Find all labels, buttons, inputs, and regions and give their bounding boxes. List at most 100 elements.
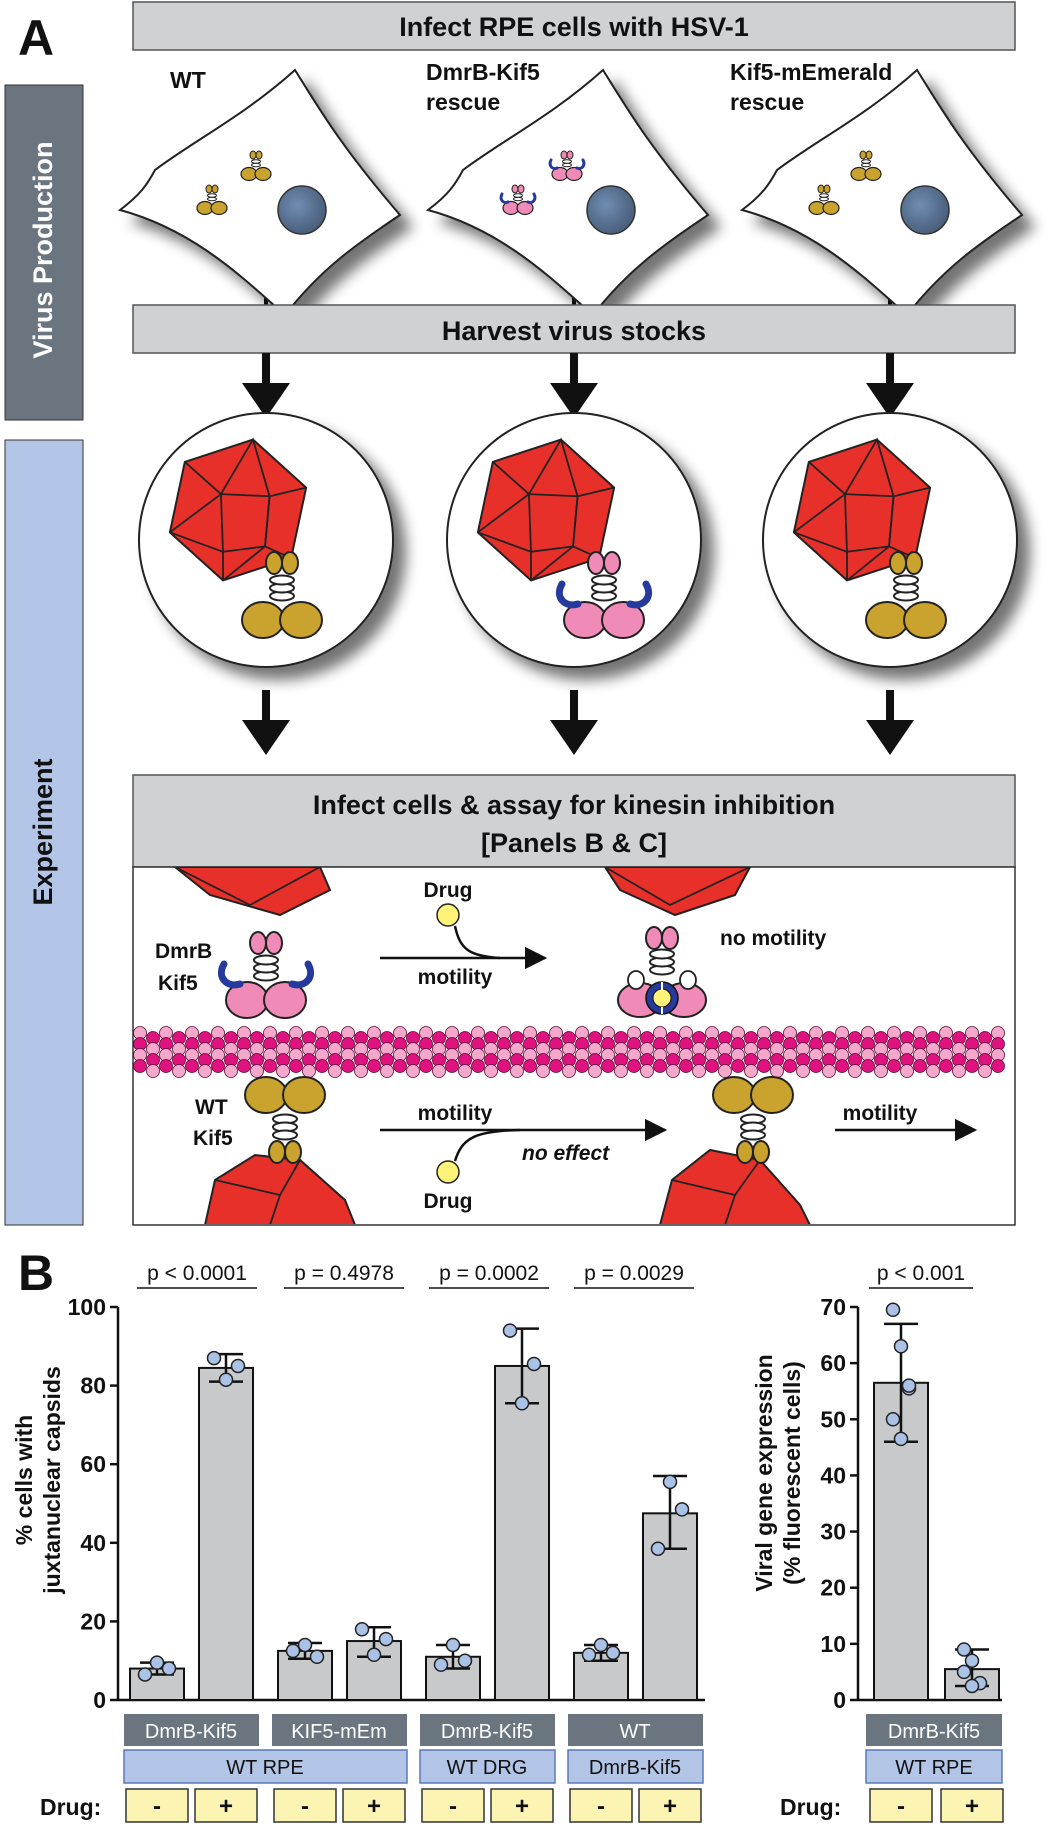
- data-point: [297, 1637, 313, 1653]
- tubulin-subunit: [510, 1064, 524, 1078]
- right-p-value: p < 0.001: [869, 1262, 973, 1289]
- data-point: [433, 1657, 449, 1672]
- tubulin-subunit: [276, 1064, 290, 1078]
- tubulin-subunit: [770, 1064, 784, 1078]
- nucleus-2: [586, 185, 636, 235]
- drug-sign: +: [219, 1793, 233, 1820]
- tubulin-subunit: [692, 1064, 706, 1078]
- data-point: [218, 1372, 234, 1387]
- y-tick-label: 60: [820, 1350, 846, 1376]
- left-y-label-2: juxtanuclear capsids: [39, 1366, 65, 1595]
- tubulin-subunit: [887, 1059, 901, 1073]
- tubulin-subunit: [302, 1064, 316, 1078]
- top-banner: [132, 1, 1016, 51]
- drug-box: [125, 1788, 189, 1823]
- y-tick-label: 80: [80, 1373, 106, 1399]
- tubulin-subunit: [367, 1059, 381, 1073]
- tubulin-subunit: [159, 1059, 173, 1073]
- data-point: [893, 1339, 909, 1354]
- experiment-label: Experiment: [28, 758, 58, 905]
- data-point: [149, 1655, 165, 1670]
- harvest-banner-text: Harvest virus stocks: [442, 316, 706, 346]
- tubulin-subunit: [133, 1059, 147, 1073]
- schem-wt-label: WT: [195, 1096, 228, 1119]
- cell-wt: [119, 69, 401, 316]
- tubulin-subunit: [653, 1059, 667, 1073]
- tubulin-subunit: [562, 1064, 576, 1078]
- tubulin-subunit: [679, 1059, 693, 1073]
- tubulin-subunit: [484, 1064, 498, 1078]
- y-tick-label: 20: [820, 1575, 846, 1601]
- drug-label-right: Drug:: [780, 1794, 841, 1820]
- tubulin-subunit: [601, 1059, 615, 1073]
- data-point: [893, 1431, 909, 1447]
- tubulin-subunit: [640, 1064, 654, 1078]
- p-value-2: p = 0.4978: [294, 1262, 394, 1285]
- tubulin-subunit: [666, 1064, 680, 1078]
- y-tick-label: 40: [80, 1530, 106, 1556]
- tubulin-subunit: [523, 1059, 537, 1073]
- drug-sign: +: [965, 1793, 979, 1820]
- tubulin-subunit: [874, 1064, 888, 1078]
- virus-row: DmrB-Kif5 KIF5-mEm DmrB-Kif5 WT DmrB-Kif…: [124, 1714, 1002, 1746]
- drug-box: [273, 1788, 337, 1823]
- data-point: [593, 1637, 609, 1653]
- left-p-values: p < 0.0001 p = 0.4978 p = 0.0002 p = 0.0…: [137, 1262, 694, 1289]
- data-point: [964, 1678, 980, 1694]
- tubulin-subunit: [926, 1064, 940, 1078]
- virus-label-2: KIF5-mEm: [291, 1721, 387, 1743]
- y-tick-label: 60: [80, 1451, 106, 1477]
- tubulin-subunit: [328, 1064, 342, 1078]
- nucleus-3: [900, 185, 950, 235]
- tubulin-subunit: [705, 1059, 719, 1073]
- cells-label-1: WT RPE: [226, 1757, 303, 1779]
- virus-label-4: WT: [619, 1721, 650, 1743]
- schem-kif5-label: Kif5: [158, 972, 198, 995]
- cells-label-right: WT RPE: [895, 1757, 972, 1779]
- drug-sign: -: [153, 1793, 161, 1820]
- p-value-1: p < 0.0001: [147, 1262, 247, 1285]
- tubulin-subunit: [952, 1064, 966, 1078]
- drug-sign: +: [515, 1793, 529, 1820]
- drug-box: [490, 1788, 554, 1823]
- schem-motility-bottom: motility: [418, 1102, 493, 1125]
- data-point: [674, 1502, 690, 1517]
- tubulin-subunit: [341, 1059, 355, 1073]
- tubulin-subunit: [614, 1064, 628, 1078]
- data-point: [581, 1647, 597, 1663]
- p-value-4: p = 0.0029: [584, 1262, 684, 1285]
- tubulin-subunit: [497, 1059, 511, 1073]
- data-point: [137, 1667, 153, 1682]
- tubulin-subunit: [978, 1064, 992, 1078]
- schem-wt-kif5-label: Kif5: [193, 1127, 233, 1150]
- tubulin-subunit: [913, 1059, 927, 1073]
- tubulin-subunit: [549, 1059, 563, 1073]
- nucleus-1: [277, 185, 327, 235]
- schem-drug-bottom: Drug: [424, 1190, 473, 1213]
- tubulin-subunit: [146, 1064, 160, 1078]
- virus-label-right: DmrB-Kif5: [888, 1721, 980, 1743]
- cells-label-2: WT DRG: [447, 1757, 528, 1779]
- cell-label-dmrb: DmrB-Kif5: [426, 59, 540, 85]
- tubulin-subunit: [289, 1059, 303, 1073]
- schem-drug-top: Drug: [424, 879, 473, 902]
- data-point: [230, 1358, 246, 1374]
- bar: [198, 1366, 254, 1702]
- schem-no-motility: no motility: [720, 927, 826, 950]
- data-point: [161, 1661, 177, 1676]
- tubulin-subunit: [380, 1064, 394, 1078]
- tubulin-subunit: [627, 1059, 641, 1073]
- tubulin-subunit: [224, 1064, 238, 1078]
- data-point: [605, 1645, 621, 1661]
- y-tick-label: 70: [820, 1294, 846, 1320]
- tubulin-subunit: [419, 1059, 433, 1073]
- drug-box: [194, 1788, 258, 1823]
- tubulin-subunit: [393, 1059, 407, 1073]
- data-point: [650, 1541, 666, 1556]
- data-point: [457, 1653, 473, 1668]
- drug-sign: +: [663, 1793, 677, 1820]
- assay-banner-line2: [Panels B & C]: [481, 828, 667, 858]
- tubulin-subunit: [757, 1059, 771, 1073]
- p-value-right: p < 0.001: [877, 1262, 965, 1285]
